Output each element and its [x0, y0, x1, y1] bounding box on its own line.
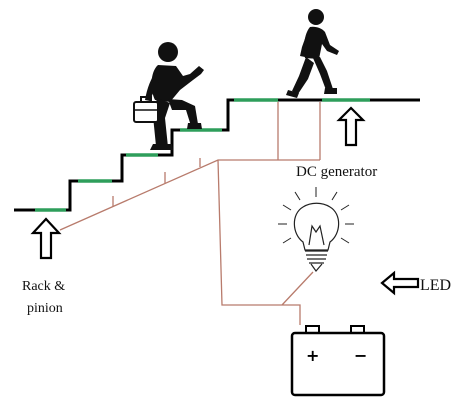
briefcase-body	[133, 101, 159, 123]
climbing-person-icon	[145, 42, 204, 150]
briefcase-handle	[140, 96, 152, 102]
walker-shoe-back	[286, 90, 299, 98]
climber-head	[158, 42, 178, 62]
light-bulb-icon	[278, 187, 354, 272]
walker-shoe-front	[324, 88, 337, 94]
bulb-rays	[278, 187, 354, 244]
walker-leg-front	[313, 57, 333, 90]
staircase	[14, 98, 420, 212]
left-arrow-icon	[380, 270, 420, 296]
led-label: LED	[420, 277, 451, 294]
bulb-glass	[293, 202, 340, 251]
walker-leg-back	[292, 57, 314, 94]
battery-minus: −	[354, 346, 367, 365]
battery-icon: + −	[290, 325, 386, 397]
dc-generator-label: DC generator	[296, 164, 377, 180]
climber-shoe-front	[187, 123, 202, 129]
climber-shoe-back	[150, 144, 173, 150]
walker-torso	[304, 26, 339, 59]
briefcase-icon	[133, 96, 159, 123]
rack-pinion-label-line1: Rack &	[22, 279, 65, 294]
up-arrow-icon	[336, 106, 366, 147]
stair-treads	[35, 98, 370, 212]
battery-body	[290, 331, 386, 397]
climber-torso	[151, 65, 204, 102]
walking-person-icon	[286, 9, 339, 98]
bulb-base	[305, 250, 328, 264]
bulb-filament	[308, 224, 325, 246]
climber-leg-front	[168, 99, 198, 126]
wire-rack-to-generator-tree	[59, 159, 320, 325]
up-arrow-icon	[30, 217, 62, 260]
bulb-tip	[310, 263, 323, 272]
rack-pinion-label-line2: pinion	[27, 301, 63, 316]
walker-head	[308, 9, 324, 25]
battery-plus: +	[306, 346, 319, 365]
walker-arm-back	[300, 33, 308, 57]
wiring	[59, 102, 321, 325]
climber-arm-left	[145, 70, 162, 101]
